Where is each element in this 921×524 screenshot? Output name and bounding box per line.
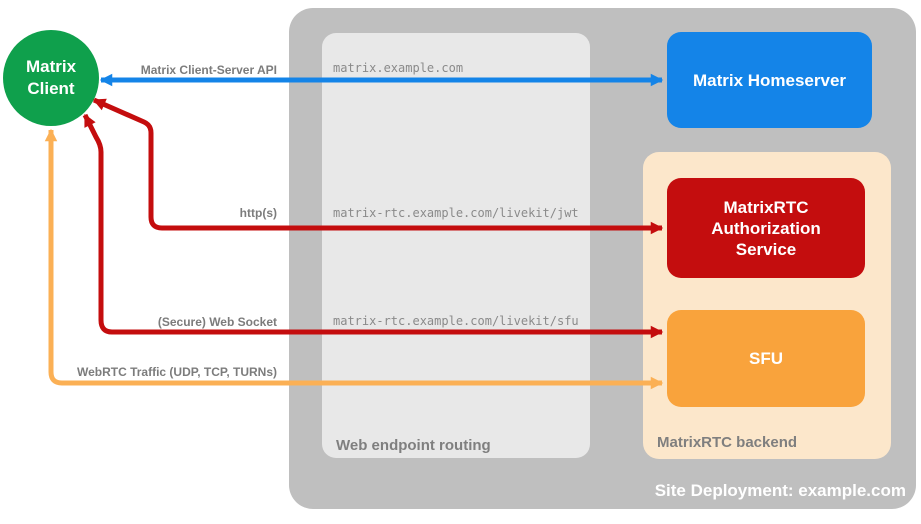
- matrix-client-label-line2: Client: [27, 79, 75, 98]
- sfu-label: SFU: [749, 349, 783, 368]
- auth-service-label-line2: Authorization: [711, 218, 821, 238]
- matrixrtc-backend-caption: MatrixRTC backend: [657, 434, 798, 451]
- auth-service-label-line3: Service: [735, 239, 797, 259]
- web-endpoint-routing-caption: Web endpoint routing: [336, 437, 491, 454]
- matrix-client-node: Matrix Client: [3, 30, 99, 126]
- route-livekit-sfu: matrix-rtc.example.com/livekit/sfu: [333, 314, 579, 328]
- route-livekit-jwt: matrix-rtc.example.com/livekit/jwt: [333, 206, 579, 220]
- matrix-homeserver-node: Matrix Homeserver: [667, 32, 872, 128]
- web-endpoint-routing-panel: [322, 33, 590, 458]
- client-server-api-label: Matrix Client-Server API: [140, 63, 277, 77]
- matrixrtc-authorization-service-node: MatrixRTC Authorization Service: [667, 178, 865, 278]
- auth-service-label-line1: MatrixRTC: [723, 197, 809, 217]
- https-label: http(s): [239, 206, 277, 220]
- matrix-homeserver-label: Matrix Homeserver: [692, 70, 847, 90]
- matrix-client-label-line1: Matrix: [25, 57, 77, 76]
- site-deployment-caption: Site Deployment: example.com: [654, 481, 906, 500]
- route-matrix-example-com: matrix.example.com: [333, 61, 464, 75]
- websocket-label: (Secure) Web Socket: [157, 315, 277, 329]
- sfu-node: SFU: [667, 310, 865, 407]
- webrtc-traffic-label: WebRTC Traffic (UDP, TCP, TURNs): [76, 365, 277, 379]
